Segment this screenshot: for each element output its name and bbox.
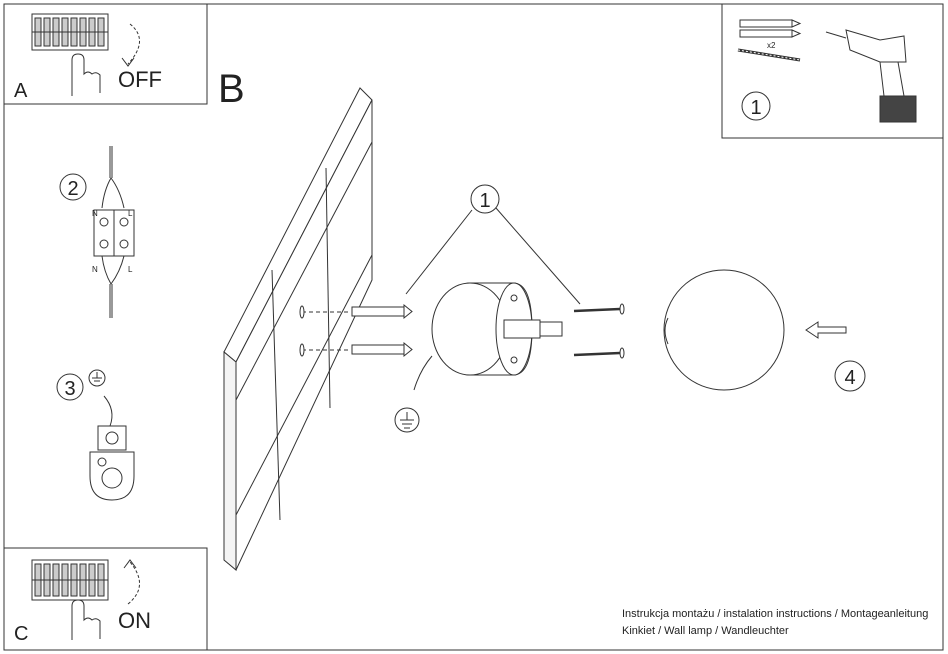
off-arrow-icon [127, 23, 140, 65]
off-label: OFF [118, 67, 162, 92]
on-arrow-icon [127, 561, 140, 605]
tools-step-badge [741, 91, 771, 121]
panel-a-letter: A [14, 80, 28, 102]
tools-frame [721, 4, 943, 139]
on-label: ON [118, 608, 151, 633]
ground-symbol-icon [88, 369, 106, 387]
neutral-label-bottom: N [92, 265, 98, 274]
wall-anchors-icon [739, 19, 802, 38]
panel-b-letter: B [218, 67, 245, 111]
breaker-off-illustration [31, 13, 109, 96]
long-screws-illustration [573, 303, 625, 359]
shade-step-number: 4 [844, 367, 855, 389]
panel-c-letter: C [14, 623, 28, 645]
breaker-on-illustration [31, 559, 109, 640]
live-label-top: L [128, 209, 133, 218]
dowels-illustration [299, 303, 413, 358]
ground-step-badge [56, 373, 84, 401]
ground-terminal-icon [89, 425, 135, 501]
ground-step-number: 3 [64, 378, 75, 400]
screw-icon [737, 48, 801, 62]
tools-step-number: 1 [750, 97, 761, 119]
globe-shade-illustration [663, 269, 785, 391]
anchor-quantity: x2 [767, 41, 776, 50]
wiring-step-number: 2 [67, 178, 78, 200]
panel-c-frame [4, 547, 208, 650]
mount-step-badge [470, 184, 500, 214]
panel-a-frame [4, 4, 208, 105]
outer-frame [3, 3, 944, 651]
footer-product-name: Kinkiet / Wall lamp / Wandleuchter [622, 625, 789, 637]
insert-arrow-icon [805, 321, 847, 339]
terminal-block-icon [93, 146, 135, 318]
neutral-label-top: N [92, 209, 98, 218]
mounting-bracket-illustration [413, 282, 563, 391]
mount-callout-lines [405, 207, 581, 305]
wall-tiles-illustration [223, 87, 373, 572]
drill-icon [825, 29, 917, 123]
ground-symbol-icon [394, 407, 420, 433]
shade-step-badge [834, 360, 866, 392]
footer-instructions-title: Instrukcja montażu / instalation instruc… [622, 608, 929, 620]
live-label-bottom: L [128, 265, 133, 274]
wiring-step-badge [59, 173, 87, 201]
mount-step-number: 1 [479, 190, 490, 212]
